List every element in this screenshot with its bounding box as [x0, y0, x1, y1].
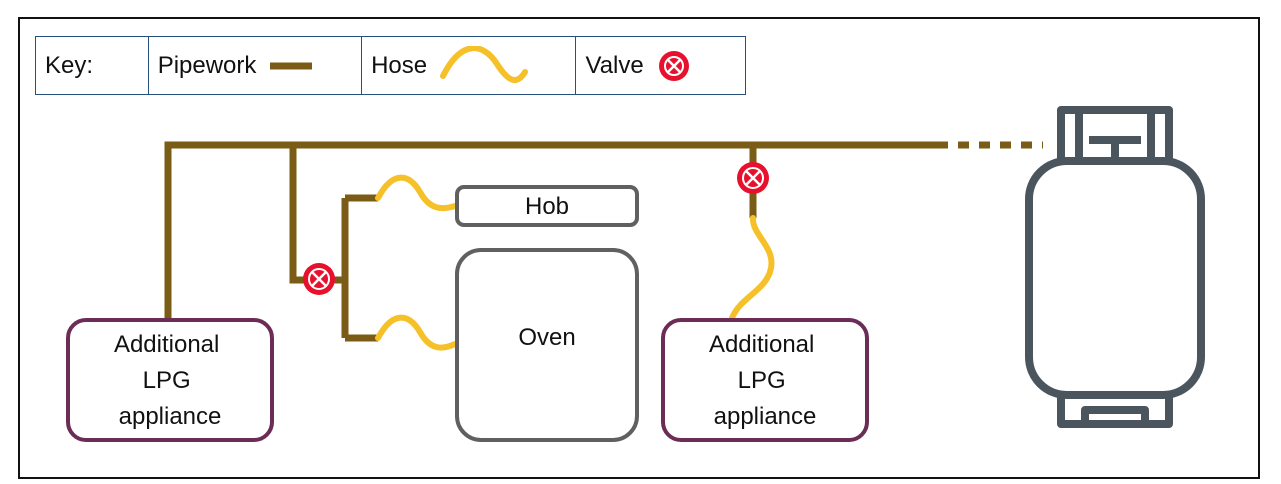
key-pipework-cell: Pipework: [149, 37, 363, 94]
pipework-swatch-icon: [270, 62, 313, 69]
key-valve-label: Valve: [585, 51, 644, 79]
valve-swatch-icon: [658, 50, 689, 81]
hob-box: [455, 185, 639, 227]
pipework: [164, 141, 1043, 342]
appliance-right-box: [661, 318, 869, 442]
valve-cooker-icon: [303, 263, 335, 295]
key-hose-cell: Hose: [362, 37, 577, 94]
key-valve-cell: Valve: [576, 37, 745, 94]
key-hose-label: Hose: [371, 51, 428, 79]
appliance-right-label: Additional LPG appliance: [709, 331, 821, 430]
hose-swatch-icon: [440, 45, 529, 83]
valve-right-icon: [737, 162, 769, 194]
appliance-left-box: [66, 318, 274, 442]
main-pipe: [164, 141, 948, 318]
key-legend: Key: Pipework Hose Valve: [35, 36, 746, 95]
appliance-left-label: Additional LPG appliance: [114, 331, 226, 430]
oven-hose: [375, 314, 458, 351]
oven-box: [455, 248, 639, 442]
key-pipework-label: Pipework: [157, 51, 257, 79]
hob-hose: [375, 174, 458, 212]
right-appliance-hose: [729, 215, 775, 321]
oven-label: Oven: [518, 324, 575, 351]
cooker-pipe: [289, 145, 345, 284]
key-title: Key:: [45, 51, 94, 79]
lpg-cylinder-icon: [1025, 106, 1205, 428]
hoses: [375, 174, 775, 351]
key-title-cell: Key:: [36, 37, 149, 94]
hob-label: Hob: [525, 193, 569, 220]
